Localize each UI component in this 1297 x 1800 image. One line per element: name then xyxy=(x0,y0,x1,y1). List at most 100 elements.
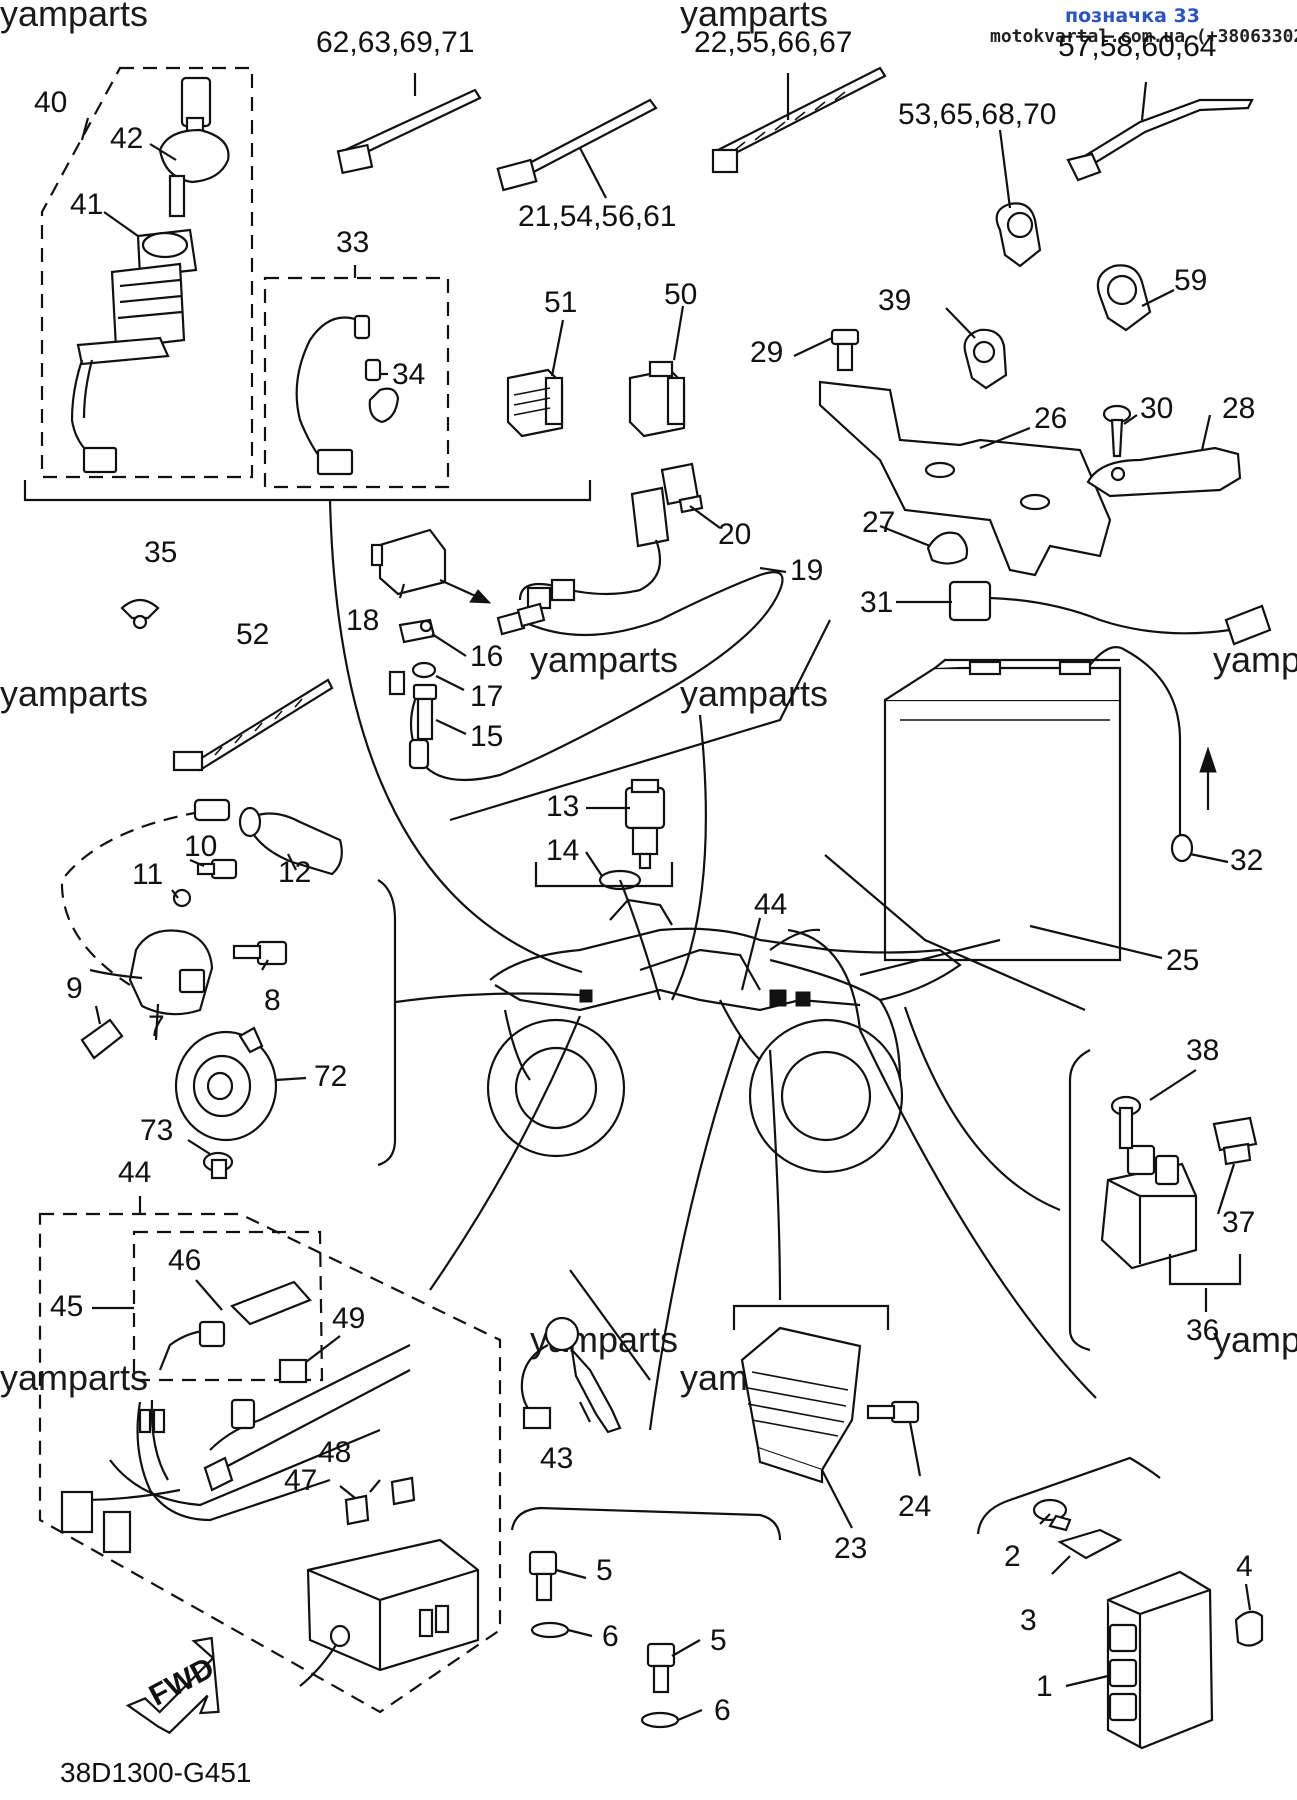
group-box-33 xyxy=(263,276,450,489)
grommet-35-part xyxy=(120,598,160,630)
tube-9-part xyxy=(80,1018,124,1060)
bolt-10-part xyxy=(196,858,238,880)
bracket-3-part xyxy=(1057,1528,1123,1560)
relay-bracket xyxy=(1068,1049,1091,1352)
callout-45: 45 xyxy=(50,1290,83,1323)
callout-2: 2 xyxy=(1004,1540,1021,1573)
ignition-key-part xyxy=(158,76,230,218)
callout-4: 4 xyxy=(1236,1550,1253,1583)
watermark: yamparts xyxy=(680,673,828,714)
cable-tie-62-part xyxy=(336,88,482,175)
callout-16: 16 xyxy=(470,640,503,673)
bolts-bracket xyxy=(510,1506,782,1541)
washer-11-part xyxy=(172,888,192,908)
callout-43: 43 xyxy=(540,1442,573,1475)
callout-11: 11 xyxy=(132,858,163,891)
diagram-code: 38D1300-G451 xyxy=(60,1757,251,1788)
callout-22: 22,55,66,67 xyxy=(694,26,852,59)
bolt-24-part xyxy=(866,1400,920,1424)
header-title: позначка 33 xyxy=(1065,5,1200,27)
atv-vehicle-outline xyxy=(486,898,962,1174)
terminal-16-part xyxy=(398,618,436,644)
callout-21: 21,54,56,61 xyxy=(518,200,676,233)
callout-44a: 44 xyxy=(754,888,787,921)
bolt-29-part xyxy=(830,328,860,372)
callout-25: 25 xyxy=(1166,944,1199,977)
callout-50: 50 xyxy=(664,278,697,311)
callout-1: 1 xyxy=(1036,1670,1053,1703)
bolt-38-part xyxy=(1110,1095,1142,1150)
starter-relay-part xyxy=(1100,1144,1198,1270)
leader-44a xyxy=(740,917,762,991)
callout-57: 57,58,60,64 xyxy=(1058,30,1216,63)
callout-19: 19 xyxy=(790,554,823,587)
watermark: yamparts xyxy=(0,1357,148,1398)
relay-18-part xyxy=(370,528,492,604)
callout-10: 10 xyxy=(184,830,217,863)
main-switch-part xyxy=(70,228,198,474)
battery-part xyxy=(883,658,1122,962)
group-box-45 xyxy=(132,1230,324,1382)
callout-leaders xyxy=(80,73,1252,1722)
watermark: yamparts xyxy=(680,0,828,34)
wire-group-bracket xyxy=(449,619,831,822)
callout-35: 35 xyxy=(144,536,177,569)
sensor-43-part xyxy=(520,1316,622,1434)
callout-7: 7 xyxy=(148,1010,165,1043)
callout-12: 12 xyxy=(278,856,311,889)
callout-72: 72 xyxy=(314,1060,347,1093)
battery-cable-31-part xyxy=(948,580,1272,646)
callout-24: 24 xyxy=(898,1490,931,1523)
bolt-8-part xyxy=(232,940,288,966)
horn-72-part xyxy=(174,1026,278,1142)
callout-41: 41 xyxy=(70,188,103,221)
callout-51: 51 xyxy=(544,286,577,319)
ignition-coil-part xyxy=(60,798,231,1016)
bolt-15-part xyxy=(408,683,438,770)
group-bracket xyxy=(23,480,592,502)
callout-labels: 40 42 41 33 34 51 50 62,63,69,71 22,55,6… xyxy=(34,26,1263,1727)
callout-44b: 44 xyxy=(118,1156,151,1189)
callout-6b: 6 xyxy=(714,1694,731,1727)
relay-36-bracket xyxy=(1168,1254,1242,1286)
sensor-bracket xyxy=(534,862,674,888)
callout-23: 23 xyxy=(834,1532,867,1565)
watermark: yamparts xyxy=(0,0,148,34)
plug-cap-12-part xyxy=(238,806,343,876)
lead-wire-part xyxy=(295,314,400,476)
watermark: yamparts xyxy=(1213,639,1297,680)
callout-42: 42 xyxy=(110,122,143,155)
callout-26: 26 xyxy=(1034,402,1067,435)
rectifier-bracket xyxy=(732,1304,890,1330)
relay-51-part xyxy=(506,368,564,438)
fwd-arrow: FWD xyxy=(125,1636,220,1735)
callout-33: 33 xyxy=(336,226,369,259)
callout-37: 37 xyxy=(1222,1206,1255,1239)
callout-18: 18 xyxy=(346,604,379,637)
washer-17-part xyxy=(388,661,437,696)
callout-47: 47 xyxy=(284,1464,317,1497)
fuse-37-part xyxy=(1212,1116,1258,1166)
callout-9: 9 xyxy=(66,972,83,1005)
cdi-bracket xyxy=(976,1456,1161,1535)
screw-30-part xyxy=(1102,404,1132,458)
callout-27: 27 xyxy=(862,506,895,539)
cable-tie-52-part xyxy=(172,678,334,772)
callout-59: 59 xyxy=(1174,264,1207,297)
callout-3: 3 xyxy=(1020,1604,1037,1637)
callout-36: 36 xyxy=(1186,1314,1219,1347)
callout-28: 28 xyxy=(1222,392,1255,425)
callout-6a: 6 xyxy=(602,1620,619,1653)
header-site: motokvartal.com.ua (+38063302100) xyxy=(990,26,1297,47)
callout-53: 53,65,68,70 xyxy=(898,98,1056,131)
watermark: yamparts xyxy=(0,673,148,714)
cable-tie-21-part xyxy=(496,98,658,192)
bolt-73-part xyxy=(202,1151,234,1180)
wire-19-part xyxy=(409,539,784,782)
clamp-39-part xyxy=(963,328,1008,390)
bracket-43 xyxy=(569,1269,651,1381)
callout-29: 29 xyxy=(750,336,783,369)
callout-32: 32 xyxy=(1230,844,1263,877)
battery-bracket-line xyxy=(824,854,1086,1012)
